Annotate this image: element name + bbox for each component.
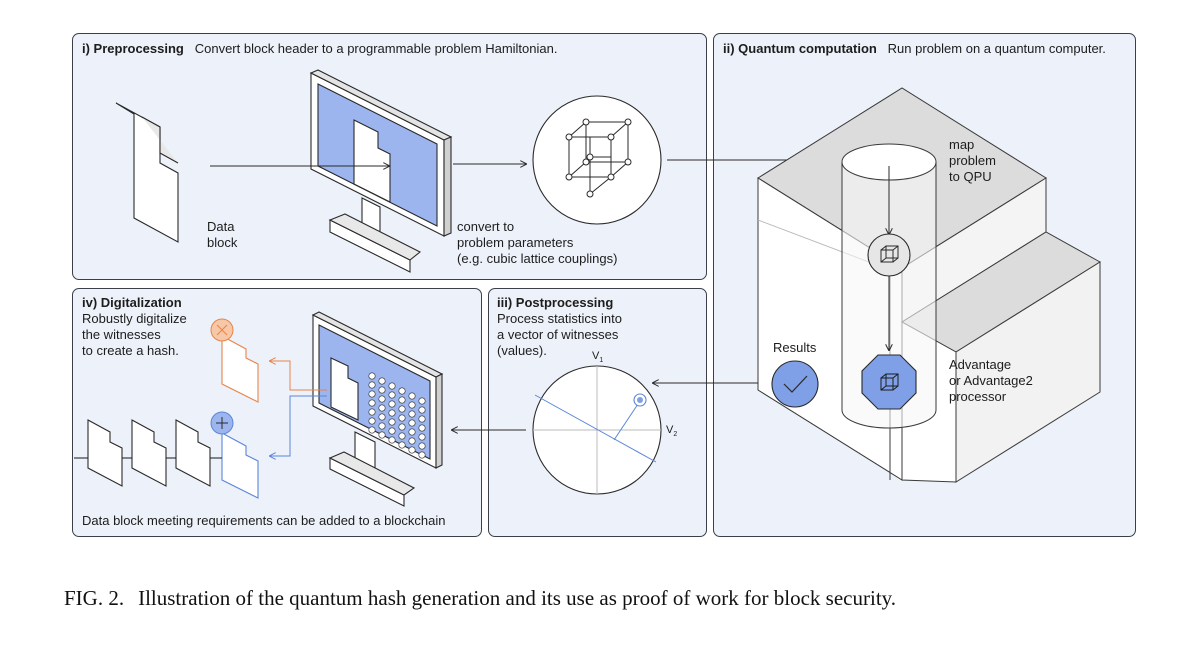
witness-vector-plot — [532, 365, 662, 495]
witness-dot — [388, 382, 396, 390]
witness-dot — [418, 415, 426, 423]
witness-dot — [378, 404, 386, 412]
witness-dot — [418, 406, 426, 414]
digitalization-description: Robustly digitalize the witnesses to cre… — [82, 311, 187, 358]
witness-dot — [398, 387, 406, 395]
witness-dot — [408, 446, 416, 454]
caption-label: FIG. 2. — [64, 586, 125, 610]
witness-dot — [418, 433, 426, 441]
witness-dot — [378, 377, 386, 385]
v2-subscript: 2 — [673, 431, 678, 439]
postprocessing-description: Process statistics into a vector of witn… — [497, 311, 622, 358]
witness-dot — [418, 397, 426, 405]
witness-dot — [368, 408, 376, 416]
results-label: Results — [773, 340, 817, 355]
witness-dot — [368, 372, 376, 380]
preprocessing-description: Convert block header to a programmable p… — [194, 41, 558, 56]
rejected-document-icon — [210, 318, 259, 403]
witness-dot — [368, 426, 376, 434]
witness-dot — [398, 423, 406, 431]
witness-dot — [418, 442, 426, 450]
witness-dot — [418, 424, 426, 432]
witness-dot — [388, 400, 396, 408]
witness-dot — [378, 395, 386, 403]
processor-label: Advantage or Advantage2 processor — [949, 357, 1033, 404]
witness-dot — [368, 399, 376, 407]
qpu-processor-icon — [861, 354, 917, 410]
quantum-description: Run problem on a quantum computer. — [887, 41, 1106, 56]
witness-dot — [378, 422, 386, 430]
v1-label: V — [592, 350, 600, 362]
blockchain-documents — [74, 419, 222, 487]
witness-dot — [388, 418, 396, 426]
witness-dot — [408, 410, 416, 418]
postprocessing-title: iii) Postprocessing — [497, 295, 614, 310]
witness-dot — [378, 431, 386, 439]
witness-dot — [408, 419, 416, 427]
preprocessing-title: i) Preprocessing — [82, 41, 184, 56]
convert-label: convert to problem parameters (e.g. cubi… — [457, 219, 618, 266]
cubic-lattice-icon — [532, 95, 662, 225]
problem-cube-icon — [867, 233, 911, 277]
results-check-icon — [771, 360, 819, 408]
witness-dot — [368, 390, 376, 398]
witness-dot — [388, 391, 396, 399]
witness-dot — [368, 417, 376, 425]
quantum-title: ii) Quantum computation — [723, 41, 877, 56]
witness-dot — [408, 392, 416, 400]
quantum-header: ii) Quantum computation Run problem on a… — [723, 41, 1106, 57]
witness-dot — [398, 405, 406, 413]
preprocessing-header: i) Preprocessing Convert block header to… — [82, 41, 557, 57]
caption-text: Illustration of the quantum hash generat… — [138, 586, 897, 610]
witness-dot — [408, 401, 416, 409]
blockchain-footer: Data block meeting requirements can be a… — [82, 513, 446, 528]
accepted-document-icon — [210, 411, 259, 499]
witness-dot — [378, 386, 386, 394]
v2-label: V — [666, 424, 674, 436]
digitalization-title: iv) Digitalization — [82, 295, 182, 310]
witness-dot-grid — [368, 372, 426, 459]
map-problem-label: map problem to QPU — [949, 137, 996, 184]
witness-dot — [388, 427, 396, 435]
v1-axis-label: V1 — [592, 348, 603, 369]
witness-dot — [388, 409, 396, 417]
data-block-label: Data block — [207, 219, 238, 250]
witness-dot — [408, 437, 416, 445]
figure-caption: FIG. 2. Illustration of the quantum hash … — [64, 586, 896, 611]
v1-subscript: 1 — [599, 357, 604, 365]
witness-dot — [418, 451, 426, 459]
monitor-preprocessing-icon — [309, 69, 453, 273]
witness-dot — [378, 413, 386, 421]
witness-dot — [398, 432, 406, 440]
witness-dot — [388, 436, 396, 444]
data-block-document-icon — [115, 102, 179, 243]
witness-dot — [398, 414, 406, 422]
v2-axis-label: V2 — [666, 422, 677, 443]
witness-dot — [368, 381, 376, 389]
witness-dot — [408, 428, 416, 436]
witness-dot — [398, 396, 406, 404]
witness-dot — [398, 441, 406, 449]
